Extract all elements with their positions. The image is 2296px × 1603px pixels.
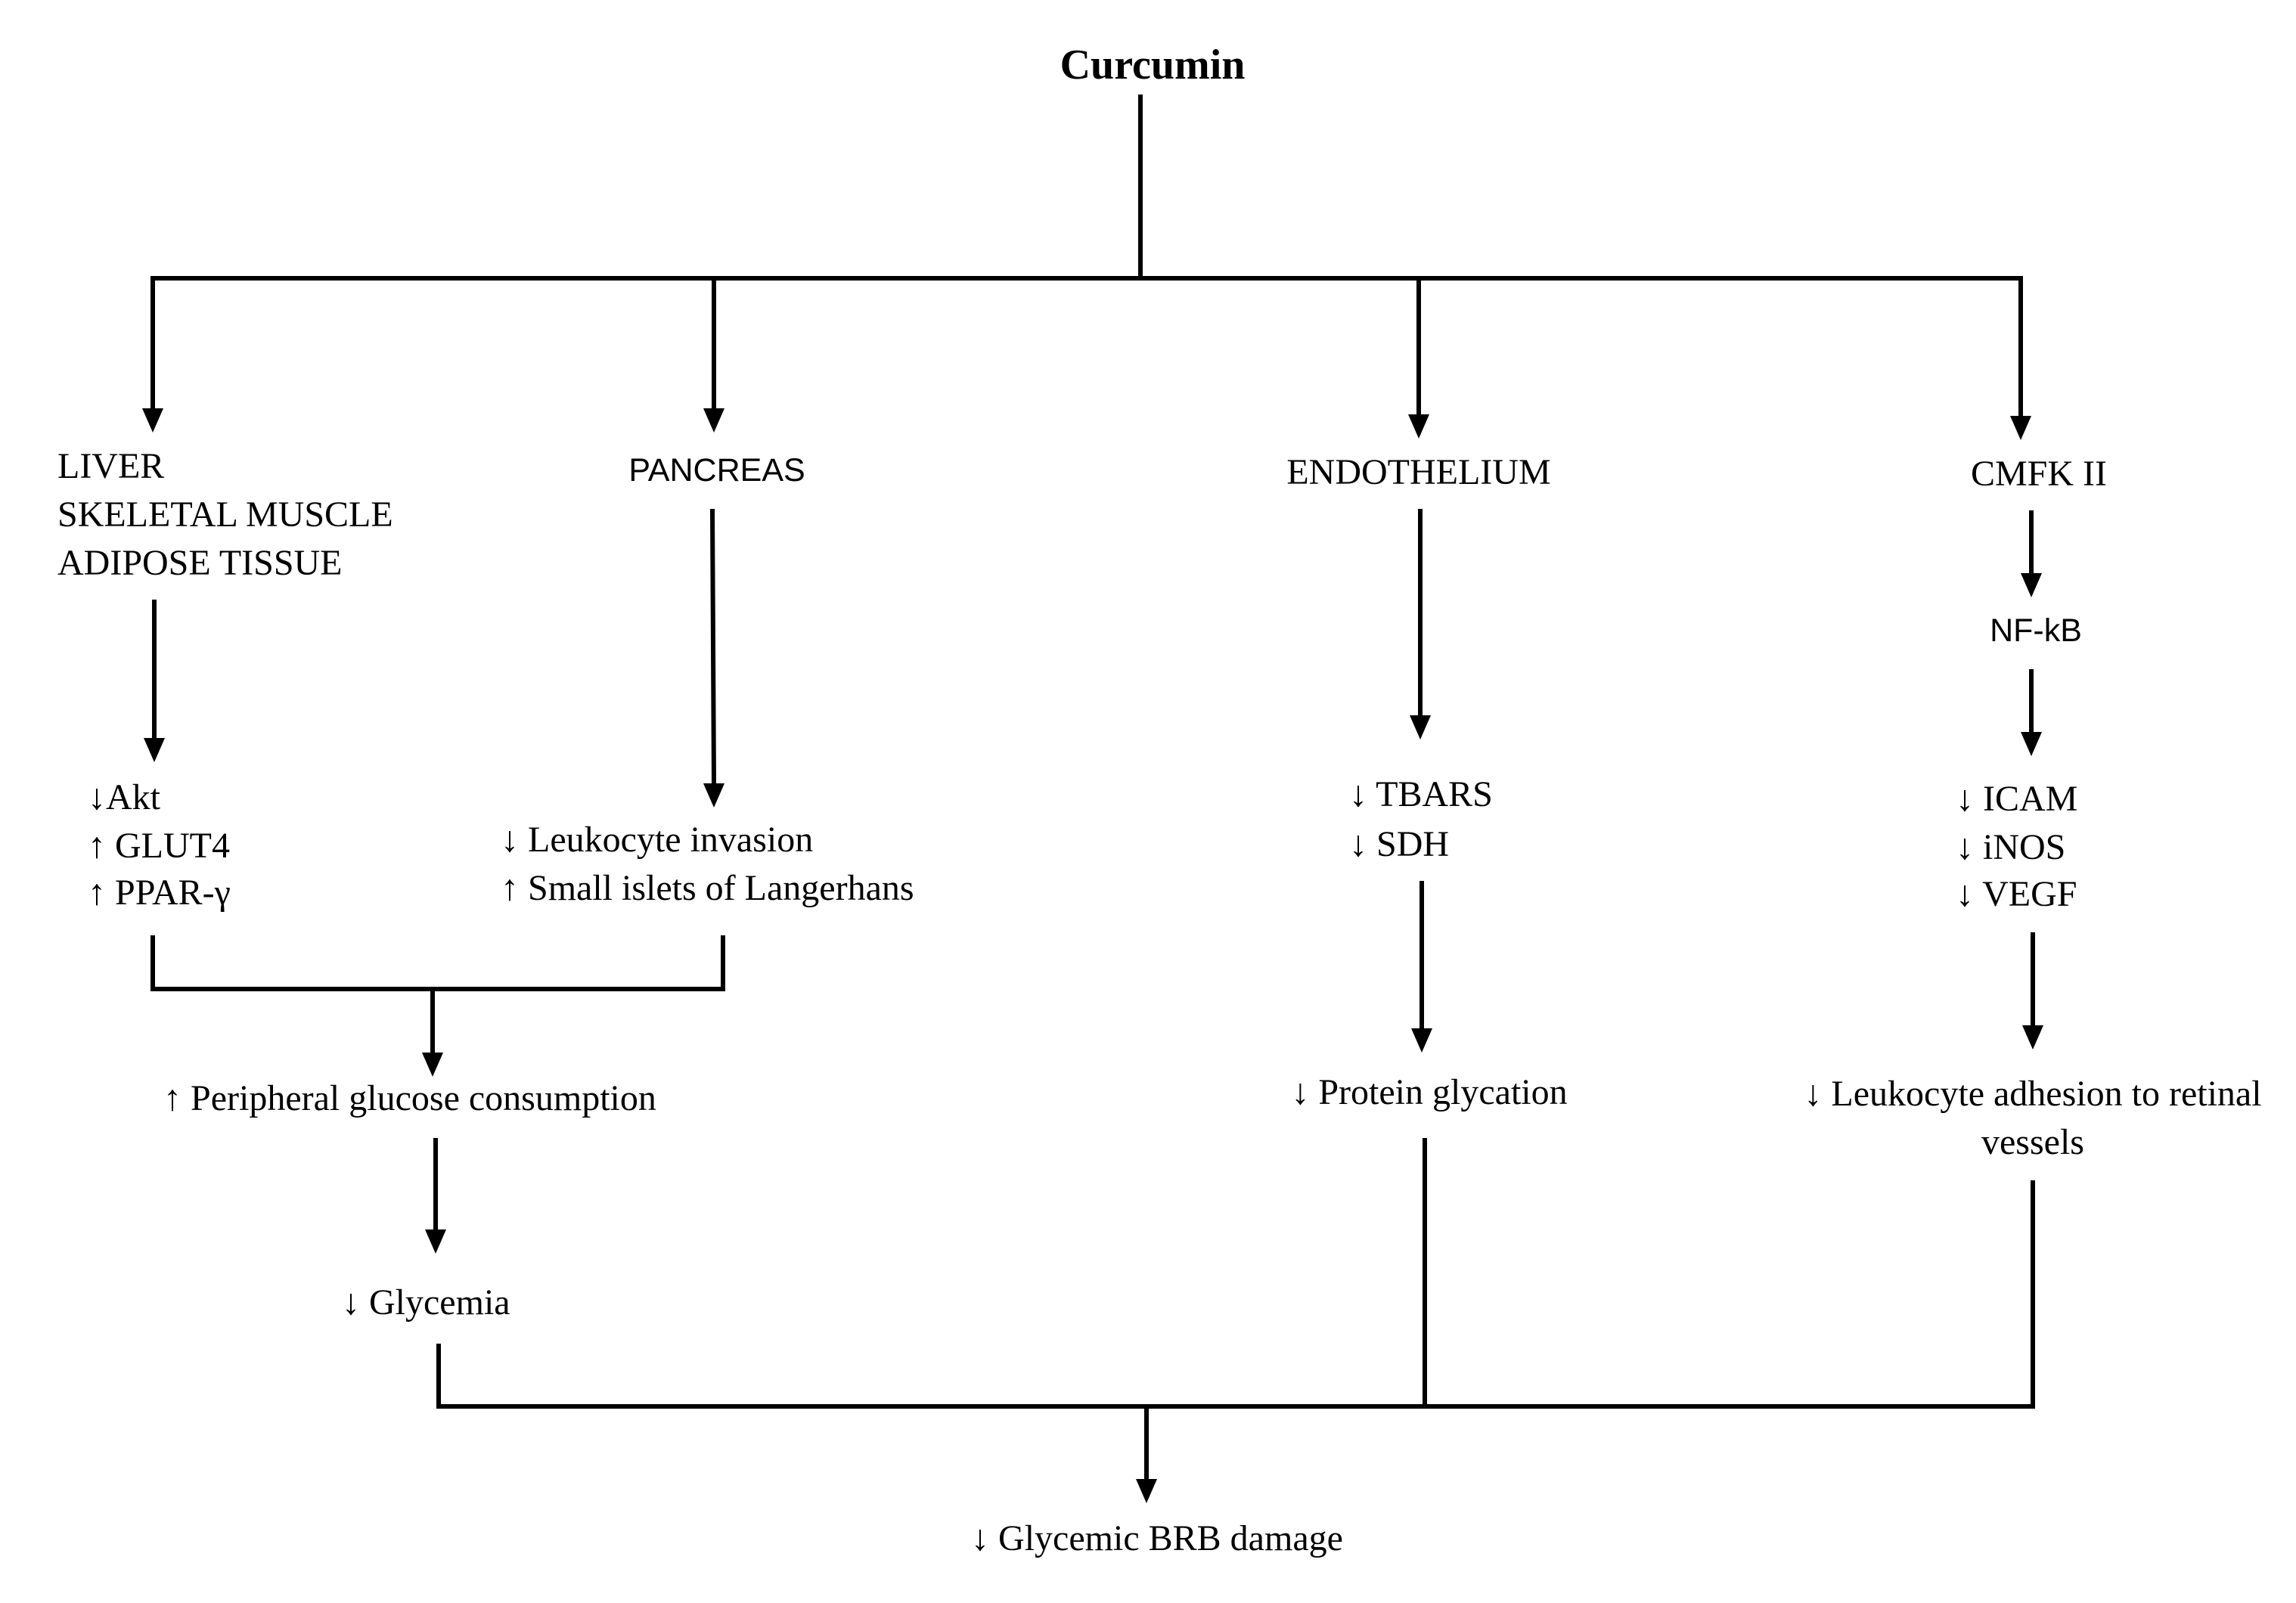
peripheral-arrow — [425, 1138, 446, 1254]
effect-leukocyte-invasion: ↓ Leukocyte invasion — [501, 820, 813, 860]
top-connectors — [142, 95, 2031, 440]
endothelium-arrow — [1410, 509, 1431, 739]
tissues-arrow — [144, 600, 165, 762]
effect-inos: ↓ iNOS — [1956, 827, 2065, 867]
effect-icam: ↓ ICAM — [1956, 779, 2077, 819]
tissue-skeletal-muscle: SKELETAL MUSCLE — [57, 495, 393, 535]
nfkb-label: NF-kB — [1990, 612, 2082, 649]
leukocyte-adhesion-line2: vessels — [1981, 1122, 2084, 1162]
join-left-connectors — [150, 935, 725, 1077]
tissue-effects: ↓Akt ↑ GLUT4 ↑ PPAR-γ — [88, 777, 231, 913]
peripheral-glucose: ↑ Peripheral glucose consumption — [163, 1078, 656, 1118]
effect-akt: ↓Akt — [88, 777, 161, 817]
pancreas-arrow — [703, 508, 724, 808]
tissue-adipose: ADIPOSE TISSUE — [57, 543, 343, 583]
effect-ppar: ↑ PPAR-γ — [88, 873, 231, 913]
glycemia: ↓ Glycemia — [342, 1282, 510, 1322]
protein-glycation: ↓ Protein glycation — [1291, 1072, 1567, 1112]
nfkb-arrow — [2021, 669, 2042, 756]
tissue-liver: LIVER — [57, 446, 164, 486]
endothelium-label: ENDOTHELIUM — [1286, 452, 1550, 492]
final-outcome: ↓ Glycemic BRB damage — [971, 1518, 1343, 1558]
pancreas-label: PANCREAS — [628, 452, 805, 488]
endothelium-arrow-2 — [1411, 881, 1432, 1053]
effect-glut4: ↑ GLUT4 — [88, 826, 230, 866]
bottom-connectors — [436, 1138, 2035, 1503]
effect-vegf: ↓ VEGF — [1956, 874, 2077, 914]
endothelium-effects: ↓ TBARS ↓ SDH — [1349, 774, 1493, 864]
effect-sdh: ↓ SDH — [1349, 824, 1449, 864]
cmfk-arrow — [2021, 510, 2042, 597]
effect-small-islets: ↑ Small islets of Langerhans — [501, 868, 914, 908]
title-curcumin: Curcumin — [1060, 42, 1246, 88]
effect-tbars: ↓ TBARS — [1349, 774, 1493, 814]
cmfk-arrow-2 — [2022, 932, 2043, 1050]
cmfk-label: CMFK II — [1971, 454, 2107, 494]
pancreas-effects: ↓ Leukocyte invasion ↑ Small islets of L… — [501, 820, 914, 908]
cmfk-effects: ↓ ICAM ↓ iNOS ↓ VEGF — [1956, 779, 2077, 914]
tissues-label: LIVER SKELETAL MUSCLE ADIPOSE TISSUE — [57, 446, 393, 583]
leukocyte-adhesion-line1: ↓ Leukocyte adhesion to retinal — [1804, 1074, 2261, 1114]
leukocyte-adhesion: ↓ Leukocyte adhesion to retinal vessels — [1804, 1074, 2261, 1162]
